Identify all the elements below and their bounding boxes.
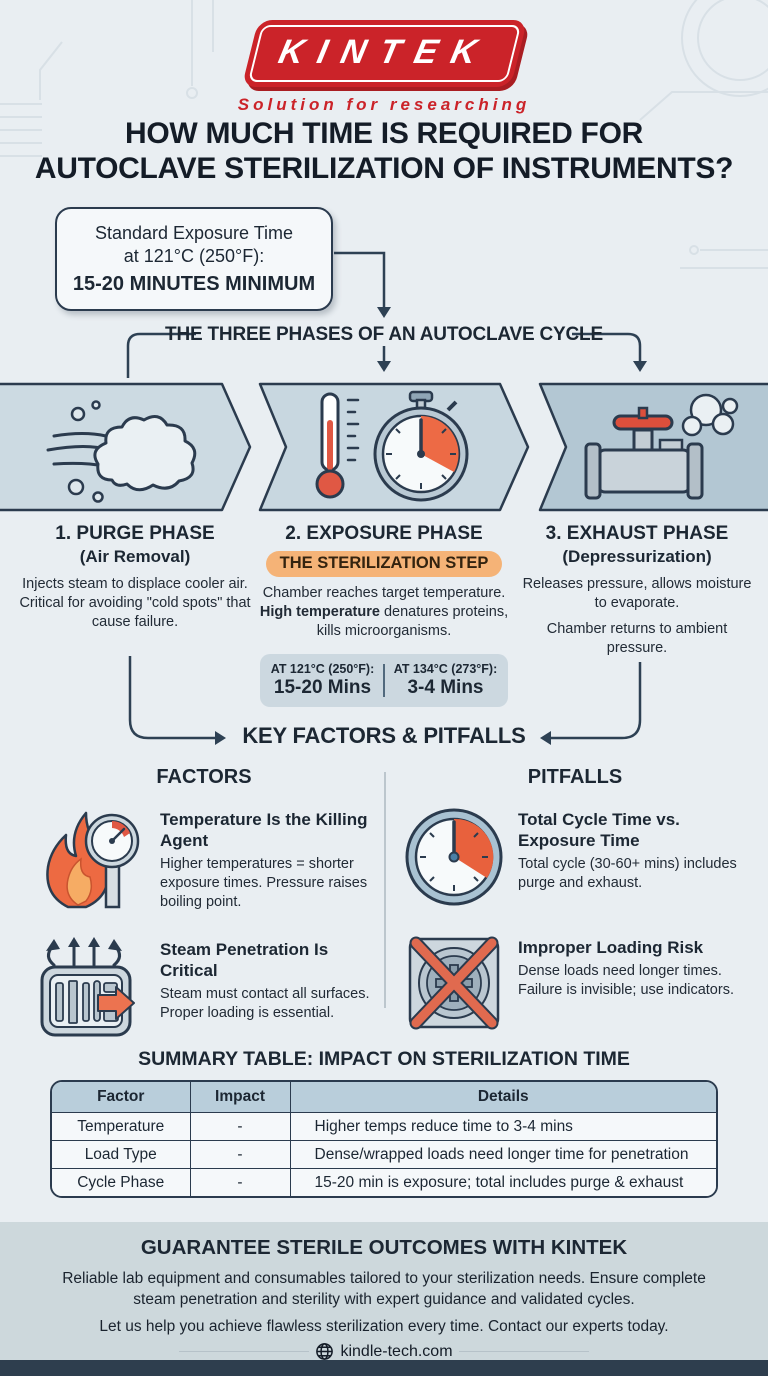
flame-gauge-icon (46, 811, 140, 909)
time-121-value: 15-20 Mins (273, 677, 372, 698)
pitfall-loading-body: Dense loads need longer times. Failure i… (518, 963, 734, 998)
bottom-bar (0, 1360, 768, 1376)
time-at-121: AT 121°C (250°F): 15-20 Mins (264, 662, 381, 699)
footer-section (0, 1222, 768, 1360)
time-134-value: 3-4 Mins (407, 677, 484, 698)
factors-column: FACTORS Temperature Is the Killing Agent… (36, 766, 372, 1039)
steam-valve-icon (584, 393, 739, 500)
phase-exposure-body-post: denatures proteins, kills microorganisms… (316, 604, 509, 639)
factor-temperature-item: Temperature Is the Killing Agent Higher … (36, 805, 372, 913)
crossed-load-icon (408, 936, 500, 1030)
pitfall-cycle-time-item: Total Cycle Time vs. Exposure Time Total… (402, 805, 748, 909)
phase-purge-subtitle: (Air Removal) (79, 547, 191, 566)
key-section-connector-lines (128, 656, 642, 745)
cell-impact: - (189, 1140, 291, 1169)
page-title-line1: HOW MUCH TIME IS REQUIRED FOR (125, 117, 643, 150)
cell-factor: Load Type (52, 1140, 191, 1169)
factor-steam-body: Steam must contact all surfaces. Proper … (160, 986, 370, 1021)
time-box-divider (383, 664, 385, 697)
column-header-impact: Impact (189, 1082, 291, 1113)
logo-text: KINTEK (275, 33, 494, 71)
table-row: Cycle Phase - 15-20 min is exposure; tot… (52, 1168, 716, 1196)
cell-details: Dense/wrapped loads need longer time for… (289, 1140, 716, 1169)
sterilization-step-badge: THE STERILIZATION STEP (265, 551, 503, 577)
table-header-row: Factor Impact Details (52, 1082, 716, 1113)
footer-body2: Let us help you achieve flawless sterili… (99, 1318, 669, 1335)
page-title-line2: AUTOCLAVE STERILIZATION OF INSTRUMENTS? (34, 152, 734, 185)
phase-exhaust-title: 3. EXHAUST PHASE (545, 523, 729, 544)
standard-exposure-callout: Standard Exposure Time at 121°C (250°F):… (55, 207, 333, 311)
top-connector-lines (126, 251, 647, 378)
website-right-line (458, 1351, 589, 1352)
phase-exhaust-subtitle: (Depressurization) (562, 547, 712, 566)
time-121-label: AT 121°C (250°F): (270, 662, 375, 676)
table-row: Load Type - Dense/wrapped loads need lon… (52, 1140, 716, 1169)
cell-impact: - (189, 1168, 291, 1196)
phase-purge-body: Injects steam to displace cooler air. Cr… (19, 576, 251, 630)
standard-exposure-value: 15-20 MINUTES MINIMUM (72, 273, 316, 295)
phase-purge-title: 1. PURGE PHASE (55, 523, 215, 544)
pitfall-loading-item: Improper Loading Risk Dense loads need l… (402, 933, 748, 1033)
factor-steam-title: Steam Penetration Is Critical (160, 940, 329, 980)
factors-heading: FACTORS (156, 766, 252, 788)
globe-icon (316, 1343, 334, 1360)
pitfall-cycle-time-text: Total Cycle Time vs. Exposure Time Total… (518, 805, 748, 893)
steam-tray-icon (40, 937, 135, 1037)
steam-cloud-icon (46, 400, 197, 503)
table-row: Temperature - Higher temps reduce time t… (52, 1112, 716, 1141)
column-header-factor: Factor (52, 1082, 191, 1113)
cell-details: Higher temps reduce time to 3-4 mins (289, 1112, 716, 1141)
standard-exposure-line1: Standard Exposure Time (94, 223, 294, 243)
page-title: HOW MUCH TIME IS REQUIRED FOR AUTOCLAVE … (0, 116, 768, 186)
exposure-time-box: AT 121°C (250°F): 15-20 Mins AT 134°C (2… (260, 654, 508, 707)
website-link[interactable]: kindle-tech.com (340, 1342, 453, 1360)
factor-temperature-body: Higher temperatures = shorter exposure t… (160, 856, 368, 910)
factor-steam-item: Steam Penetration Is Critical Steam must… (36, 935, 372, 1039)
pitfalls-heading: PITFALLS (527, 766, 623, 788)
footer-body1: Reliable lab equipment and consumables t… (62, 1270, 706, 1308)
phase-exhaust-body1: Releases pressure, allows moisture to ev… (522, 576, 752, 611)
pitfall-cycle-time-body: Total cycle (30-60+ mins) includes purge… (518, 856, 737, 891)
phase-exhaust-section: 3. EXHAUST PHASE (Depressurization) Rele… (518, 522, 756, 658)
phase-exposure-body-bold: High temperature (259, 604, 380, 620)
website-row: kindle-tech.com (0, 1342, 768, 1361)
phase-exposure-body: Chamber reaches target temperature. High… (250, 584, 518, 641)
phase-exposure-body-pre: Chamber reaches target temperature. (262, 585, 506, 601)
cell-factor: Cycle Phase (52, 1168, 191, 1196)
cell-impact: - (189, 1112, 291, 1141)
cell-details: 15-20 min is exposure; total includes pu… (289, 1168, 716, 1196)
factor-temperature-title: Temperature Is the Killing Agent (160, 810, 368, 850)
column-header-details: Details (289, 1082, 716, 1113)
pitfall-cycle-time-title: Total Cycle Time vs. Exposure Time (518, 810, 680, 850)
thermometer-stopwatch-icon (315, 390, 469, 502)
pitfall-loading-title: Improper Loading Risk (518, 938, 704, 957)
cycle-clock-icon (405, 808, 503, 906)
cell-factor: Temperature (52, 1112, 191, 1141)
phase-purge-section: 1. PURGE PHASE (Air Removal) Injects ste… (18, 522, 252, 632)
logo-plate: KINTEK (241, 20, 527, 87)
phases-section-heading: THE THREE PHASES OF AN AUTOCLAVE CYCLE (165, 324, 603, 345)
summary-table-heading: SUMMARY TABLE: IMPACT ON STERILIZATION T… (138, 1048, 630, 1070)
phase-exposure-title: 2. EXPOSURE PHASE (285, 523, 483, 544)
logo-tagline: Solution for researching (237, 95, 531, 114)
brand-logo: KINTEK Solution for researching (0, 20, 768, 115)
columns-divider (384, 772, 386, 1008)
phase-exhaust-body2: Chamber returns to ambient pressure. (546, 621, 728, 656)
website-left-line (179, 1351, 310, 1352)
pitfall-loading-text: Improper Loading Risk Dense loads need l… (518, 933, 748, 1000)
key-factors-heading: KEY FACTORS & PITFALLS (242, 723, 526, 748)
time-at-134: AT 134°C (273°F): 3-4 Mins (387, 662, 504, 699)
pitfalls-column: PITFALLS Total Cycle Time vs. Exposure T… (402, 766, 748, 1033)
factor-temperature-text: Temperature Is the Killing Agent Higher … (160, 805, 372, 912)
footer-heading: GUARANTEE STERILE OUTCOMES WITH KINTEK (140, 1236, 628, 1259)
factor-steam-text: Steam Penetration Is Critical Steam must… (160, 935, 372, 1023)
phase-exposure-section: 2. EXPOSURE PHASE THE STERILIZATION STEP… (250, 522, 518, 707)
summary-table: Factor Impact Details Temperature - High… (50, 1080, 718, 1198)
time-134-label: AT 134°C (273°F): (393, 662, 498, 676)
standard-exposure-line2: at 121°C (250°F): (123, 246, 265, 266)
